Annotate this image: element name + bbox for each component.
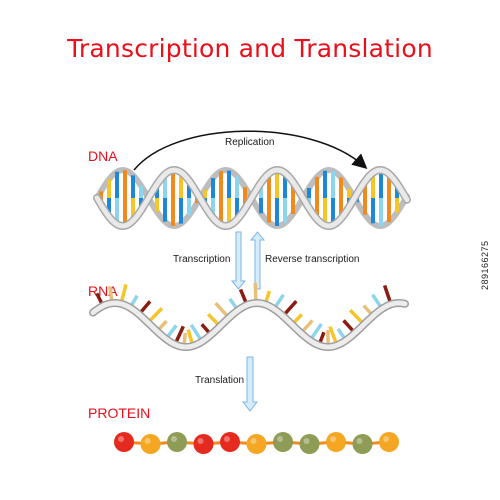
- amino-acid-highlight: [277, 436, 283, 442]
- stock-id: 289166275: [480, 240, 490, 290]
- amino-acid: [299, 434, 320, 454]
- amino-acid-highlight: [197, 438, 204, 444]
- amino-acid: [167, 432, 187, 452]
- amino-acid-highlight: [144, 438, 151, 444]
- transcription-label: Transcription: [173, 254, 231, 265]
- amino-acid: [326, 432, 346, 452]
- amino-acid-highlight: [330, 436, 336, 442]
- rna-backbone-edge: [89, 298, 409, 351]
- dna-label: DNA: [88, 148, 118, 164]
- translation-arrow: [241, 356, 259, 412]
- amino-acid-highlight: [356, 438, 363, 444]
- amino-acid: [220, 432, 240, 452]
- amino-acid: [140, 434, 161, 454]
- amino-acid: [114, 432, 134, 452]
- amino-acid: [193, 434, 214, 454]
- protein-chain: [114, 432, 399, 454]
- amino-acid: [246, 434, 267, 454]
- amino-acid-highlight: [303, 438, 310, 444]
- dna-front-strand: [94, 167, 410, 229]
- amino-acid: [352, 434, 373, 454]
- rna-strand: [89, 282, 409, 351]
- replication-arrow: [133, 130, 368, 171]
- amino-acid-highlight: [118, 436, 124, 442]
- rna-backbone: [90, 300, 408, 350]
- replication-label: Replication: [225, 137, 275, 148]
- amino-acid-highlight: [383, 436, 389, 442]
- transcription-arrow: [230, 231, 247, 290]
- protein-label: PROTEIN: [88, 405, 151, 421]
- amino-acid-highlight: [171, 436, 177, 442]
- amino-acid: [273, 432, 293, 452]
- reverse-transcription-label: Reverse transcription: [265, 254, 360, 265]
- amino-acid-highlight: [250, 438, 257, 444]
- page-title: Transcription and Translation: [67, 34, 433, 63]
- reverse-transcription-arrow: [249, 231, 266, 290]
- amino-acid: [379, 432, 399, 452]
- translation-label: Translation: [195, 375, 245, 386]
- amino-acid-highlight: [224, 436, 230, 442]
- dna-double-helix: [93, 165, 411, 231]
